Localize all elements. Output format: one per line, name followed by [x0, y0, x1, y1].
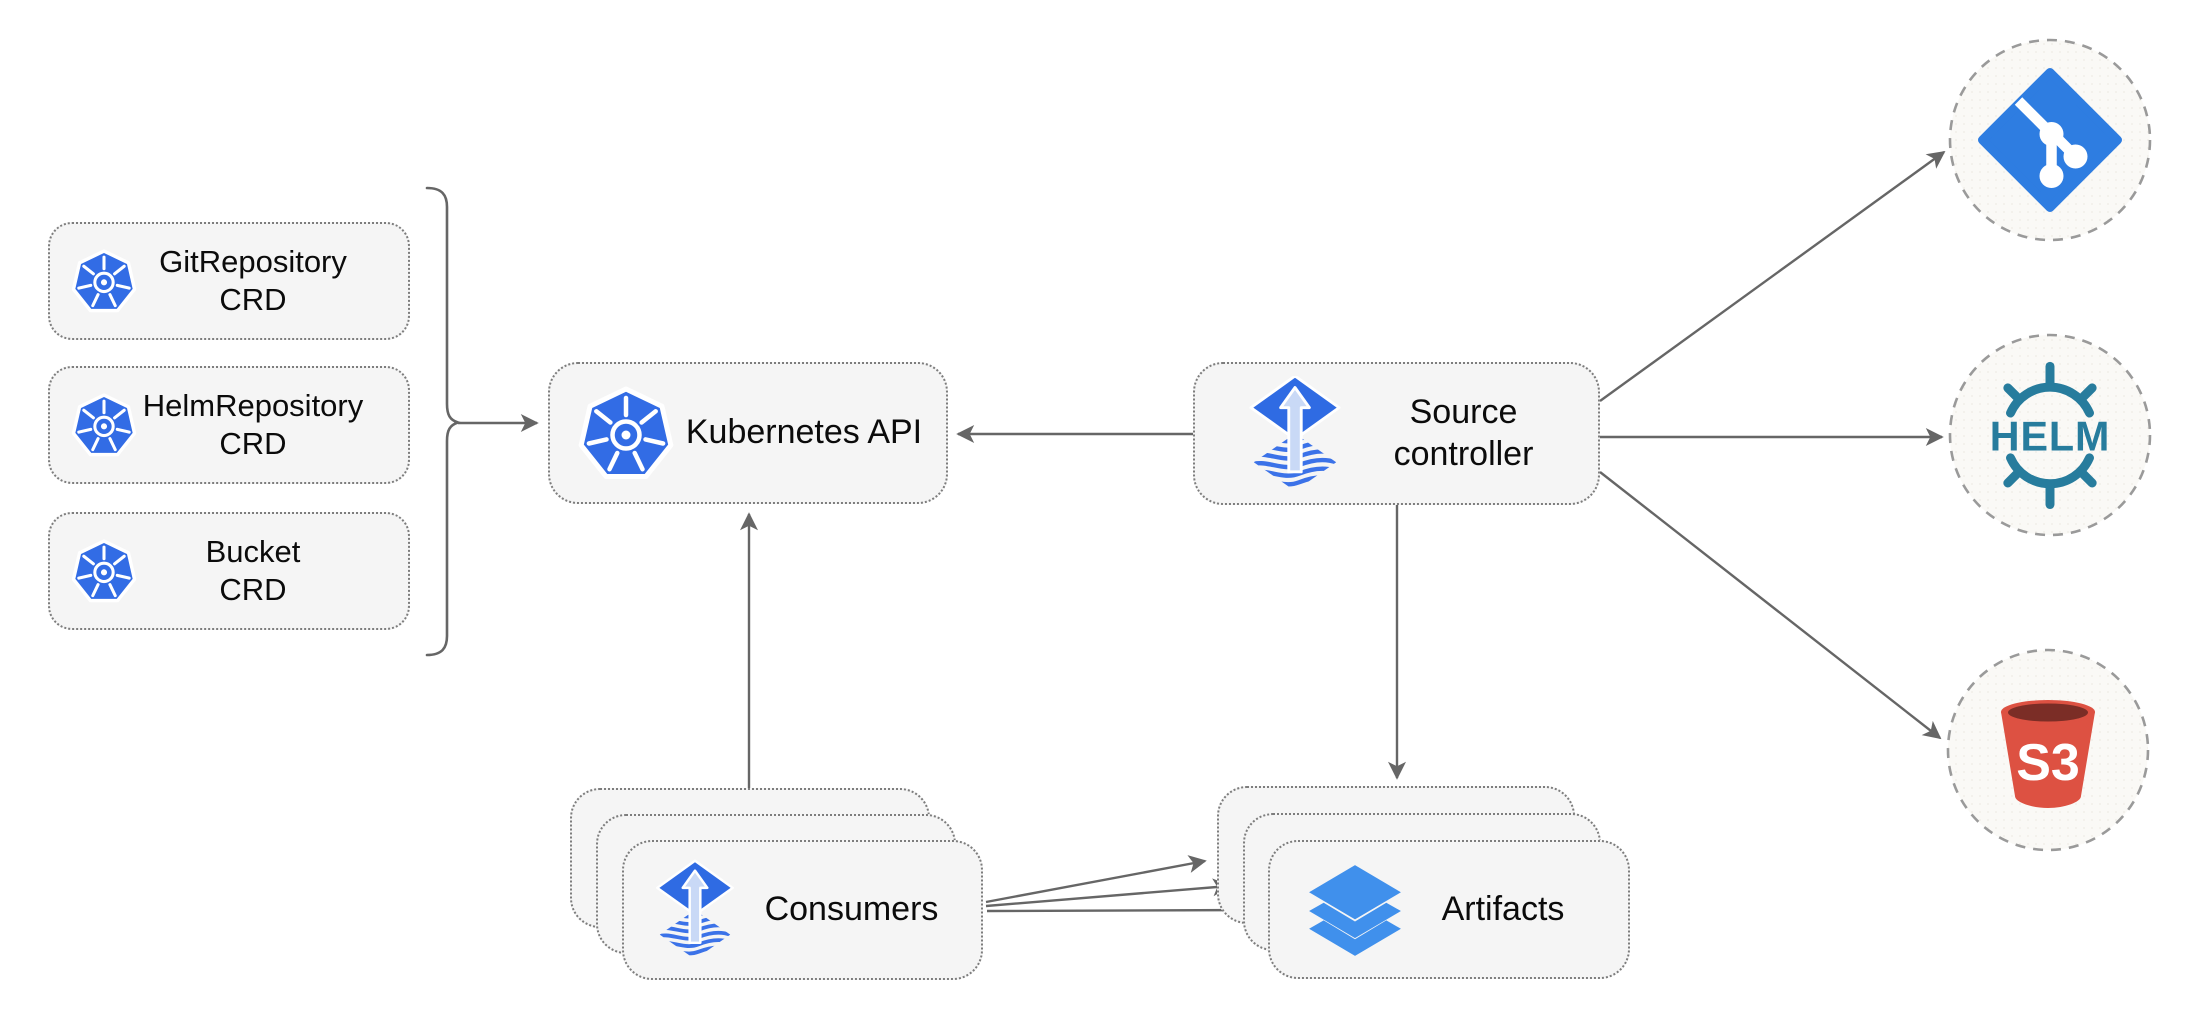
helm-wordmark: HELM: [1990, 414, 2111, 460]
consumers-label: Consumers: [764, 890, 939, 929]
crd-gitrepository-node: GitRepository CRD: [48, 222, 410, 340]
consumers-node: Consumers: [622, 840, 983, 980]
kubernetes-icon: [71, 539, 137, 603]
kubernetes-api-node: Kubernetes API: [548, 362, 948, 504]
s3-wordmark: S3: [2016, 734, 2080, 792]
kubernetes-icon: [576, 383, 676, 483]
kubernetes-icon: [71, 393, 137, 457]
helm-icon: HELM: [1990, 361, 2111, 510]
crd-group-bracket: [425, 186, 463, 657]
s3-endpoint: S3: [1993, 690, 2103, 815]
edge-consumers-to-artifacts-3: [986, 901, 1256, 920]
helm-endpoint-circle: [1948, 333, 2152, 537]
flux-icon: [654, 854, 736, 966]
crd-bucket-node: Bucket CRD: [48, 512, 410, 630]
edge-consumers-to-artifacts-1: [985, 855, 1207, 904]
crd-bucket-label: Bucket CRD: [205, 534, 301, 607]
source-controller-label: Source controller: [1393, 393, 1534, 473]
helm-endpoint: HELM: [1972, 352, 2128, 523]
flux-icon: [1247, 376, 1343, 491]
git-endpoint: [1975, 65, 2125, 220]
kubernetes-icon: [71, 249, 137, 313]
source-controller-node: Source controller: [1193, 362, 1600, 505]
artifacts-node: Artifacts: [1268, 840, 1630, 979]
kubernetes-api-label: Kubernetes API: [685, 413, 923, 452]
edge-source-controller-to-git: [1599, 150, 1946, 402]
s3-bucket-icon: S3: [2001, 700, 2095, 808]
layers-icon: [1309, 864, 1401, 956]
edge-consumers-to-artifacts-2: [985, 878, 1231, 908]
git-icon: [1978, 68, 2122, 212]
crd-gitrepository-label: GitRepository CRD: [159, 244, 347, 317]
crd-helmrepository-label: HelmRepository CRD: [142, 388, 364, 461]
edge-source-controller-to-s3: [1599, 471, 1942, 740]
crd-helmrepository-node: HelmRepository CRD: [48, 366, 410, 484]
artifacts-label: Artifacts: [1441, 889, 1565, 928]
